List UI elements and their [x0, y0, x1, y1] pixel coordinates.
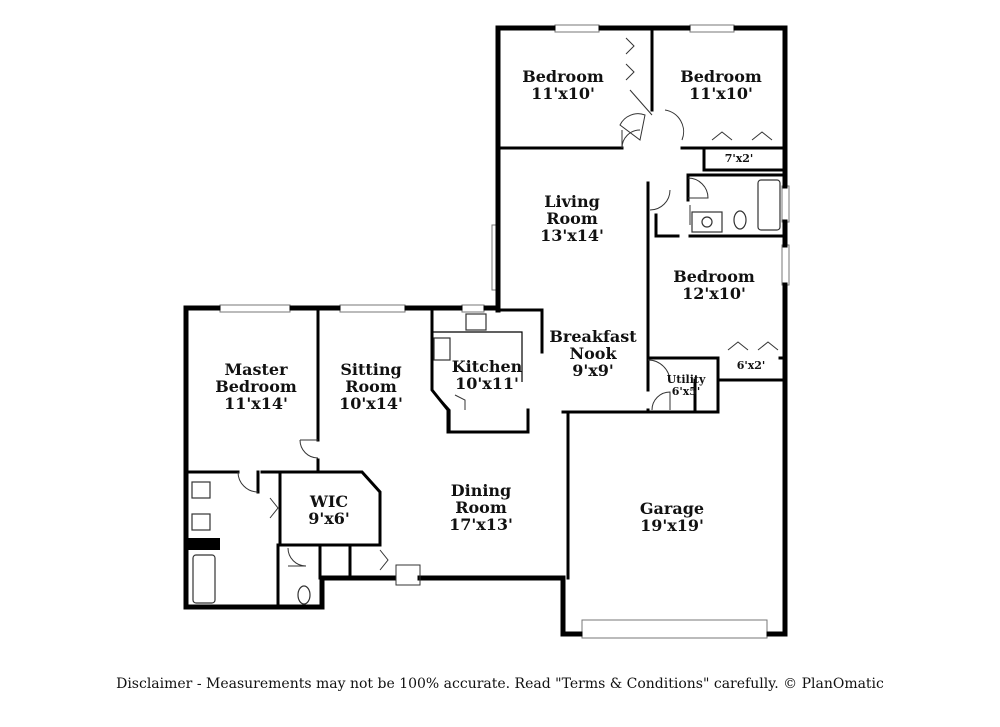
window: [461, 304, 485, 313]
room-name: Kitchen: [452, 357, 523, 376]
room-size: 9'x6': [308, 509, 350, 528]
window: [219, 304, 291, 313]
room-name: Bedroom: [673, 267, 755, 286]
bathtub: [192, 554, 216, 604]
room-label-closet-ne: 7'x2': [725, 152, 754, 165]
window: [781, 244, 790, 286]
room-name: Room: [455, 498, 507, 517]
vanity-sink: [191, 513, 211, 531]
room-size: 13'x14': [540, 226, 604, 245]
room-name: Bedroom: [522, 67, 604, 86]
window: [781, 185, 790, 223]
room-size: 11'x14': [224, 394, 288, 413]
room-size: 19'x19': [640, 516, 704, 535]
room-name: Master: [224, 360, 288, 379]
window: [554, 24, 600, 33]
room-size: 10'x11': [455, 374, 519, 393]
room-name: Room: [546, 209, 598, 228]
room-label-closet-e: 6'x2': [737, 359, 766, 372]
vanity-sink: [191, 481, 211, 499]
room-size: 7'x2': [725, 152, 754, 165]
room-size: 9'x9': [572, 361, 614, 380]
bathtub: [757, 179, 781, 231]
room-size: 12'x10': [682, 284, 746, 303]
toilet: [297, 585, 311, 605]
room-name: Utility: [667, 373, 706, 386]
doors: [237, 37, 779, 586]
room-size: 6'x5': [672, 385, 701, 398]
room-size: 11'x10': [689, 84, 753, 103]
room-name: WIC: [309, 492, 348, 511]
room-name: Breakfast: [549, 327, 637, 346]
garage-door: [581, 619, 768, 639]
stove: [433, 337, 451, 361]
kitchen-sink: [465, 313, 487, 331]
room-name: Room: [345, 377, 397, 396]
room-size: 11'x10': [531, 84, 595, 103]
exterior-walls: [183, 25, 788, 637]
toilet: [733, 210, 747, 230]
room-name: Sitting: [340, 360, 401, 379]
room-name: Dining: [451, 481, 511, 500]
room-name: Nook: [569, 344, 617, 363]
sink-basin: [701, 216, 713, 228]
window: [689, 24, 735, 33]
room-name: Garage: [640, 499, 704, 518]
room-size: 6'x2': [737, 359, 766, 372]
room-name: Bedroom: [215, 377, 297, 396]
room-name: Living: [544, 192, 600, 211]
room-size: 17'x13': [449, 515, 513, 534]
window: [339, 304, 406, 313]
room-size: 10'x14': [339, 394, 403, 413]
disclaimer-text: Disclaimer - Measurements may not be 100…: [116, 676, 884, 692]
room-name: Bedroom: [680, 67, 762, 86]
fixtures: [191, 179, 781, 605]
wall-column: [186, 538, 220, 550]
interior-walls: [186, 26, 787, 609]
